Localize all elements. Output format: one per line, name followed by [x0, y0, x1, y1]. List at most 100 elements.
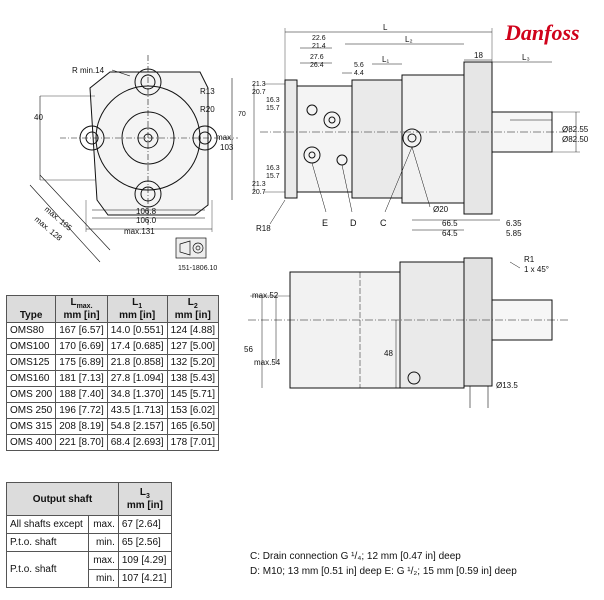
- cell-type: OMS 250: [5, 402, 57, 419]
- dim-6-35: 6.35: [506, 219, 522, 228]
- col-l1-unit: mm [in]: [119, 310, 156, 321]
- shaft-dia-max: Ø82.55: [562, 125, 589, 134]
- dim-16-3-bot: 16.3: [266, 165, 280, 172]
- cell-l2: 153 [6.02]: [166, 402, 220, 419]
- r20-label: R20: [200, 105, 215, 114]
- drawing-id: 151-1806.10: [178, 265, 217, 272]
- col-l3-sub: 3: [146, 493, 150, 500]
- cell-l1: 21.8 [0.858]: [106, 354, 168, 371]
- col-lmax: Lmax. mm [in]: [55, 295, 108, 323]
- cell-l2: 165 [6.50]: [166, 418, 220, 435]
- cell-l2: 124 [4.88]: [166, 322, 220, 339]
- danfoss-logo: Danfoss: [504, 20, 580, 45]
- cell-lmax: 167 [6.57]: [55, 322, 108, 339]
- cell-shaft-label: P.t.o. shaft: [5, 533, 90, 552]
- cell-type: OMS 315: [5, 418, 57, 435]
- r-min-label: R min.14: [72, 66, 105, 75]
- cell-type: OMS80: [5, 322, 57, 339]
- note-drain-connection: C: Drain connection G ¹/₄; 12 mm [0.47 i…: [250, 551, 461, 562]
- col-type: Type: [5, 295, 57, 323]
- col-l1-sub: 1: [138, 303, 143, 310]
- section-max-54: max.54: [254, 358, 281, 367]
- note-ports-d-e: D: M10; 13 mm [0.51 in] deep E: G ¹/₂; 1…: [250, 566, 517, 577]
- label-E: E: [322, 218, 328, 228]
- section-48: 48: [384, 349, 393, 358]
- section-view: [248, 257, 570, 408]
- col-l2: L2 mm [in]: [166, 295, 220, 323]
- front-view: [29, 55, 238, 263]
- max-103-label: max.: [216, 133, 233, 142]
- cell-lmax: 208 [8.19]: [55, 418, 108, 435]
- cell-l1: 54.8 [2.157]: [106, 418, 168, 435]
- dim-20-7-top: 20.7: [252, 89, 266, 96]
- cell-lmax: 196 [7.72]: [55, 402, 108, 419]
- cell-l1: 17.4 [0.685]: [106, 338, 168, 355]
- r13-label: R13: [200, 87, 215, 96]
- cell-shaft-mode: max.: [88, 551, 119, 570]
- cell-shaft-mode: min.: [88, 533, 119, 552]
- cell-shaft-value: 67 [2.64]: [117, 515, 173, 534]
- col-l3: L3 mm [in]: [117, 482, 173, 516]
- dim-4-4: 4.4: [354, 70, 364, 77]
- table-header-row: Type Lmax. mm [in] L1 mm [in] L2 mm [in]: [5, 295, 220, 323]
- label-D: D: [350, 218, 357, 228]
- dim-20-7-bot: 20.7: [252, 189, 266, 196]
- cell-lmax: 188 [7.40]: [55, 386, 108, 403]
- max-103-value: 103: [220, 143, 234, 152]
- dim-27-6: 27.6: [310, 54, 324, 61]
- cell-l2: 138 [5.43]: [166, 370, 220, 387]
- dim-70: 70: [238, 111, 246, 118]
- dim-r18: R18: [256, 224, 271, 233]
- cell-l1: 27.8 [1.094]: [106, 370, 168, 387]
- cell-shaft-value: 107 [4.21]: [117, 569, 173, 588]
- cell-l1: 43.5 [1.713]: [106, 402, 168, 419]
- table-header-row: Output shaft L3 mm [in]: [6, 482, 173, 516]
- col-l2-unit: mm [in]: [174, 310, 211, 321]
- dim-5-85: 5.85: [506, 229, 522, 238]
- section-56: 56: [244, 345, 253, 354]
- label-C: C: [380, 218, 387, 228]
- dim-66-5: 66.5: [442, 219, 458, 228]
- table-row: min.107 [4.21]: [7, 569, 173, 588]
- col-lmax-sub: max.: [76, 303, 93, 310]
- shaft-dia-min: Ø82.50: [562, 135, 589, 144]
- cell-l2: 178 [7.01]: [166, 434, 220, 451]
- cell-shaft-label: All shafts except: [5, 515, 90, 534]
- cell-shaft-mode: min.: [88, 569, 119, 588]
- section-chamfer: 1 x 45°: [524, 265, 549, 274]
- section-max-52: max.52: [252, 291, 279, 300]
- dim-L3: L₃: [522, 53, 530, 62]
- cell-type: OMS160: [5, 370, 57, 387]
- cell-l2: 127 [5.00]: [166, 338, 220, 355]
- cell-type: OMS100: [5, 338, 57, 355]
- cell-lmax: 221 [8.70]: [55, 434, 108, 451]
- dim-21-4: 21.4: [312, 43, 326, 50]
- dim-106-8: 106.8: [136, 207, 157, 216]
- cell-l1: 14.0 [0.551]: [106, 322, 168, 339]
- dim-dia-20: Ø20: [433, 205, 449, 214]
- col-l3-unit: mm [in]: [126, 500, 163, 511]
- side-view: [253, 28, 580, 231]
- cell-shaft-mode: max.: [88, 515, 119, 534]
- cell-shaft-value: 109 [4.29]: [117, 551, 173, 570]
- dim-40: 40: [34, 113, 43, 122]
- cell-l1: 68.4 [2.693]: [106, 434, 168, 451]
- dim-18: 18: [474, 51, 483, 60]
- col-l3-L: L: [139, 487, 147, 498]
- cell-lmax: 170 [6.69]: [55, 338, 108, 355]
- dim-21-3-top: 21.3: [252, 81, 266, 88]
- dim-21-3-bot: 21.3: [252, 181, 266, 188]
- col-output-shaft: Output shaft: [6, 482, 119, 516]
- dim-5-6: 5.6: [354, 62, 364, 69]
- dim-L2: L₂: [405, 35, 413, 44]
- cell-lmax: 181 [7.13]: [55, 370, 108, 387]
- dim-15-7-bot: 15.7: [266, 173, 280, 180]
